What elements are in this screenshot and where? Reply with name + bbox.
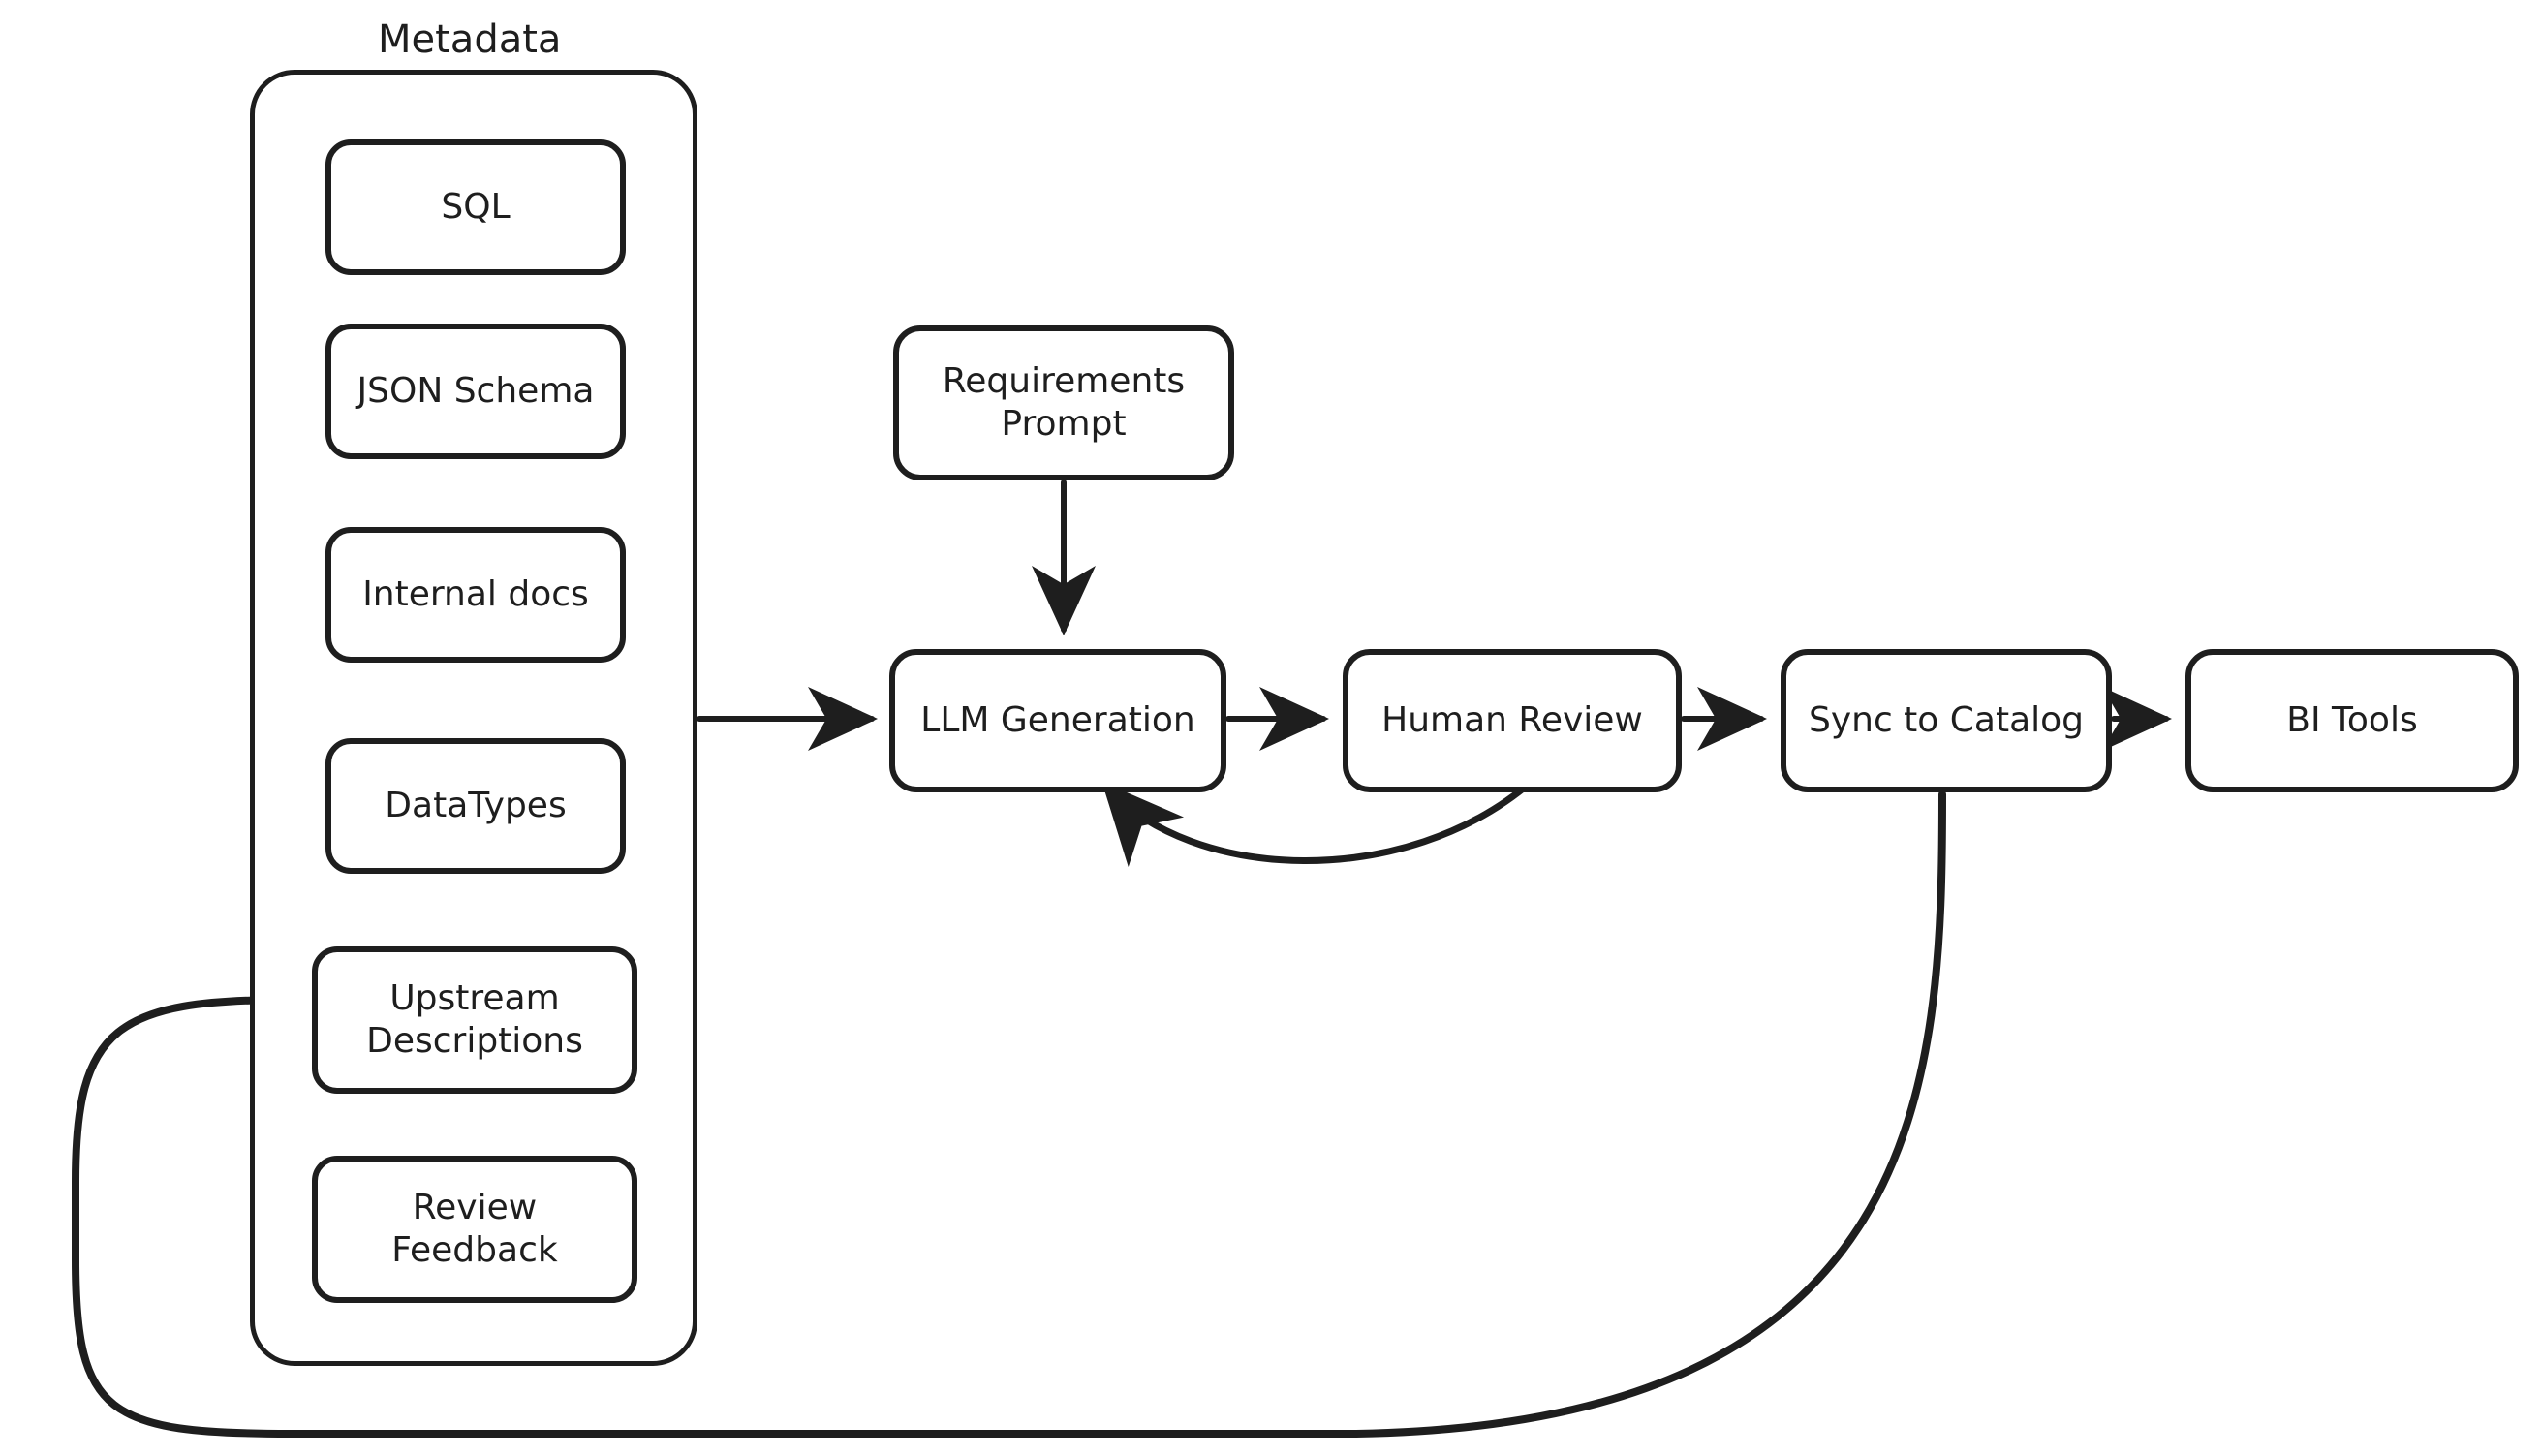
- node-sql-label: SQL: [441, 187, 511, 228]
- node-json-schema-label: JSON Schema: [356, 371, 595, 412]
- node-bi-tools[interactable]: BI Tools: [2185, 649, 2519, 792]
- node-bi-tools-label: BI Tools: [2286, 700, 2418, 741]
- node-sync-to-catalog-label: Sync to Catalog: [1808, 700, 2085, 741]
- node-sync-to-catalog[interactable]: Sync to Catalog: [1781, 649, 2112, 792]
- node-datatypes[interactable]: DataTypes: [325, 738, 626, 874]
- node-review-feedback-label: Review Feedback: [391, 1188, 558, 1270]
- metadata-group-title: Metadata: [378, 17, 562, 62]
- node-llm-generation-label: LLM Generation: [920, 700, 1195, 741]
- node-upstream-descriptions-label: Upstream Descriptions: [366, 978, 583, 1061]
- node-internal-docs[interactable]: Internal docs: [325, 527, 626, 663]
- node-sql[interactable]: SQL: [325, 139, 626, 275]
- node-human-review[interactable]: Human Review: [1343, 649, 1682, 792]
- node-llm-generation[interactable]: LLM Generation: [889, 649, 1226, 792]
- node-requirements-prompt[interactable]: Requirements Prompt: [893, 325, 1234, 480]
- node-review-feedback[interactable]: Review Feedback: [312, 1156, 637, 1303]
- node-human-review-label: Human Review: [1381, 700, 1643, 741]
- node-datatypes-label: DataTypes: [385, 786, 567, 826]
- node-json-schema[interactable]: JSON Schema: [325, 324, 626, 459]
- node-upstream-descriptions[interactable]: Upstream Descriptions: [312, 946, 637, 1094]
- node-internal-docs-label: Internal docs: [362, 574, 589, 615]
- edge-human-review-back-to-llm-generation: [1101, 777, 1536, 867]
- node-requirements-prompt-label: Requirements Prompt: [942, 361, 1186, 444]
